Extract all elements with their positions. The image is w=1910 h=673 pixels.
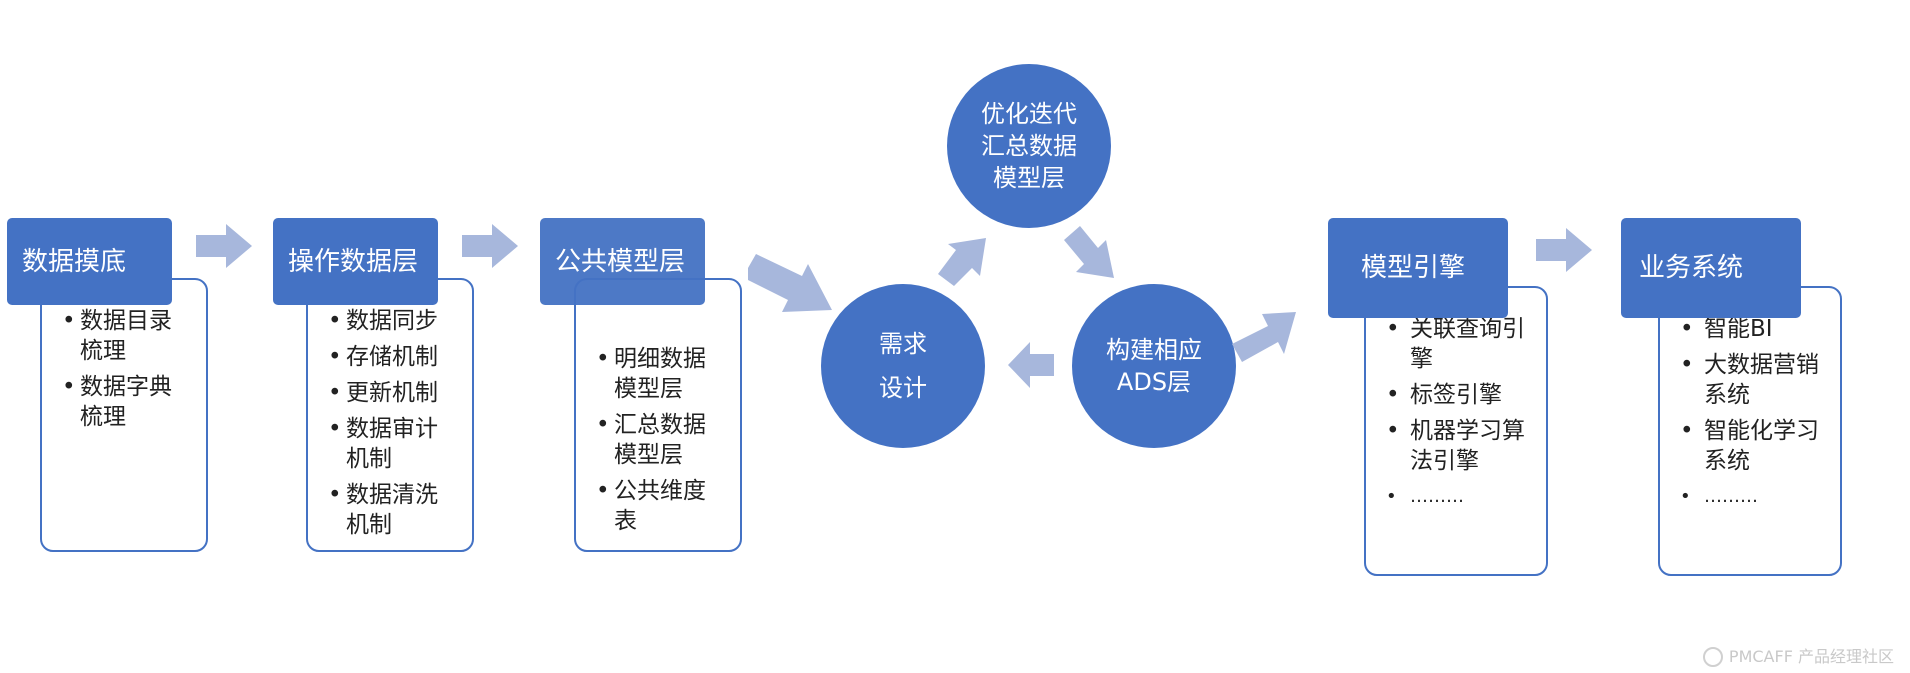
arrow-right-icon [462,224,518,268]
cycle-right-circle: 构建相应 ADS层 [1072,284,1236,448]
stage-3-header: 公共模型层 [540,218,705,305]
stage-5-title: 业务系统 [1639,253,1744,283]
cycle-top-circle: 优化迭代 汇总数据 模型层 [947,64,1111,228]
stage-4-item: ……… [1384,482,1534,512]
stage-2-item: 存储机制 [326,342,460,372]
cycle-left-label: 需求 设计 [879,330,927,402]
stage-5-detail: 智能BI 大数据营销系统 智能化学习系统 ……… [1658,286,1842,576]
arrow-up-right-icon [938,236,992,286]
stage-3-item: 汇总数据模型层 [594,410,728,470]
watermark: PMCAFF 产品经理社区 [1702,643,1894,667]
stage-2-item: 更新机制 [326,378,460,408]
stage-2-detail: 数据同步 存储机制 更新机制 数据审计机制 数据清洗机制 [306,278,474,552]
stage-3-detail: 明细数据模型层 汇总数据模型层 公共维度表 [574,278,742,552]
stage-1-item: 数据目录梳理 [60,306,194,366]
stage-4-title: 模型引擎 [1361,253,1466,283]
stage-4-item: 标签引擎 [1384,380,1534,410]
stage-2-title: 操作数据层 [288,246,419,277]
stage-1-header: 数据摸底 [7,218,172,305]
stage-3-item: 公共维度表 [594,476,728,536]
arrow-left-icon [1008,342,1054,388]
stage-2-header: 操作数据层 [273,218,438,305]
stage-2-item: 数据同步 [326,306,460,336]
cycle-left-circle: 需求 设计 [821,284,985,448]
stage-2-item: 数据清洗机制 [326,480,460,540]
stage-2-item: 数据审计机制 [326,414,460,474]
stage-4-detail: 关联查询引擎 标签引擎 机器学习算法引擎 ……… [1364,286,1548,576]
stage-1-detail: 数据目录梳理 数据字典梳理 [40,278,208,552]
stage-1-title: 数据摸底 [22,246,127,277]
arrow-down-right-icon [1064,226,1118,278]
stage-4-item: 关联查询引擎 [1384,314,1534,374]
stage-3-item: 明细数据模型层 [594,344,728,404]
arrow-right-icon [1536,228,1592,272]
stage-4-header: 模型引擎 [1328,218,1508,318]
stage-5-item: 智能化学习系统 [1678,416,1828,476]
stage-5-item: ……… [1678,482,1828,512]
watermark-text: PMCAFF 产品经理社区 [1728,646,1894,666]
logo-icon [1702,647,1723,667]
arrow-up-right-icon [1232,304,1296,366]
cycle-top-label: 优化迭代 汇总数据 模型层 [981,100,1077,192]
stage-5-item: 大数据营销系统 [1678,350,1828,410]
stage-4-item: 机器学习算法引擎 [1384,416,1534,476]
arrow-diagonal-icon [748,254,832,314]
stage-5-header: 业务系统 [1621,218,1801,318]
stage-1-item: 数据字典梳理 [60,372,194,432]
arrow-right-icon [196,224,252,268]
stage-5-item: 智能BI [1678,314,1828,344]
stage-3-title: 公共模型层 [555,246,686,277]
cycle-right-label: 构建相应 ADS层 [1106,336,1202,396]
